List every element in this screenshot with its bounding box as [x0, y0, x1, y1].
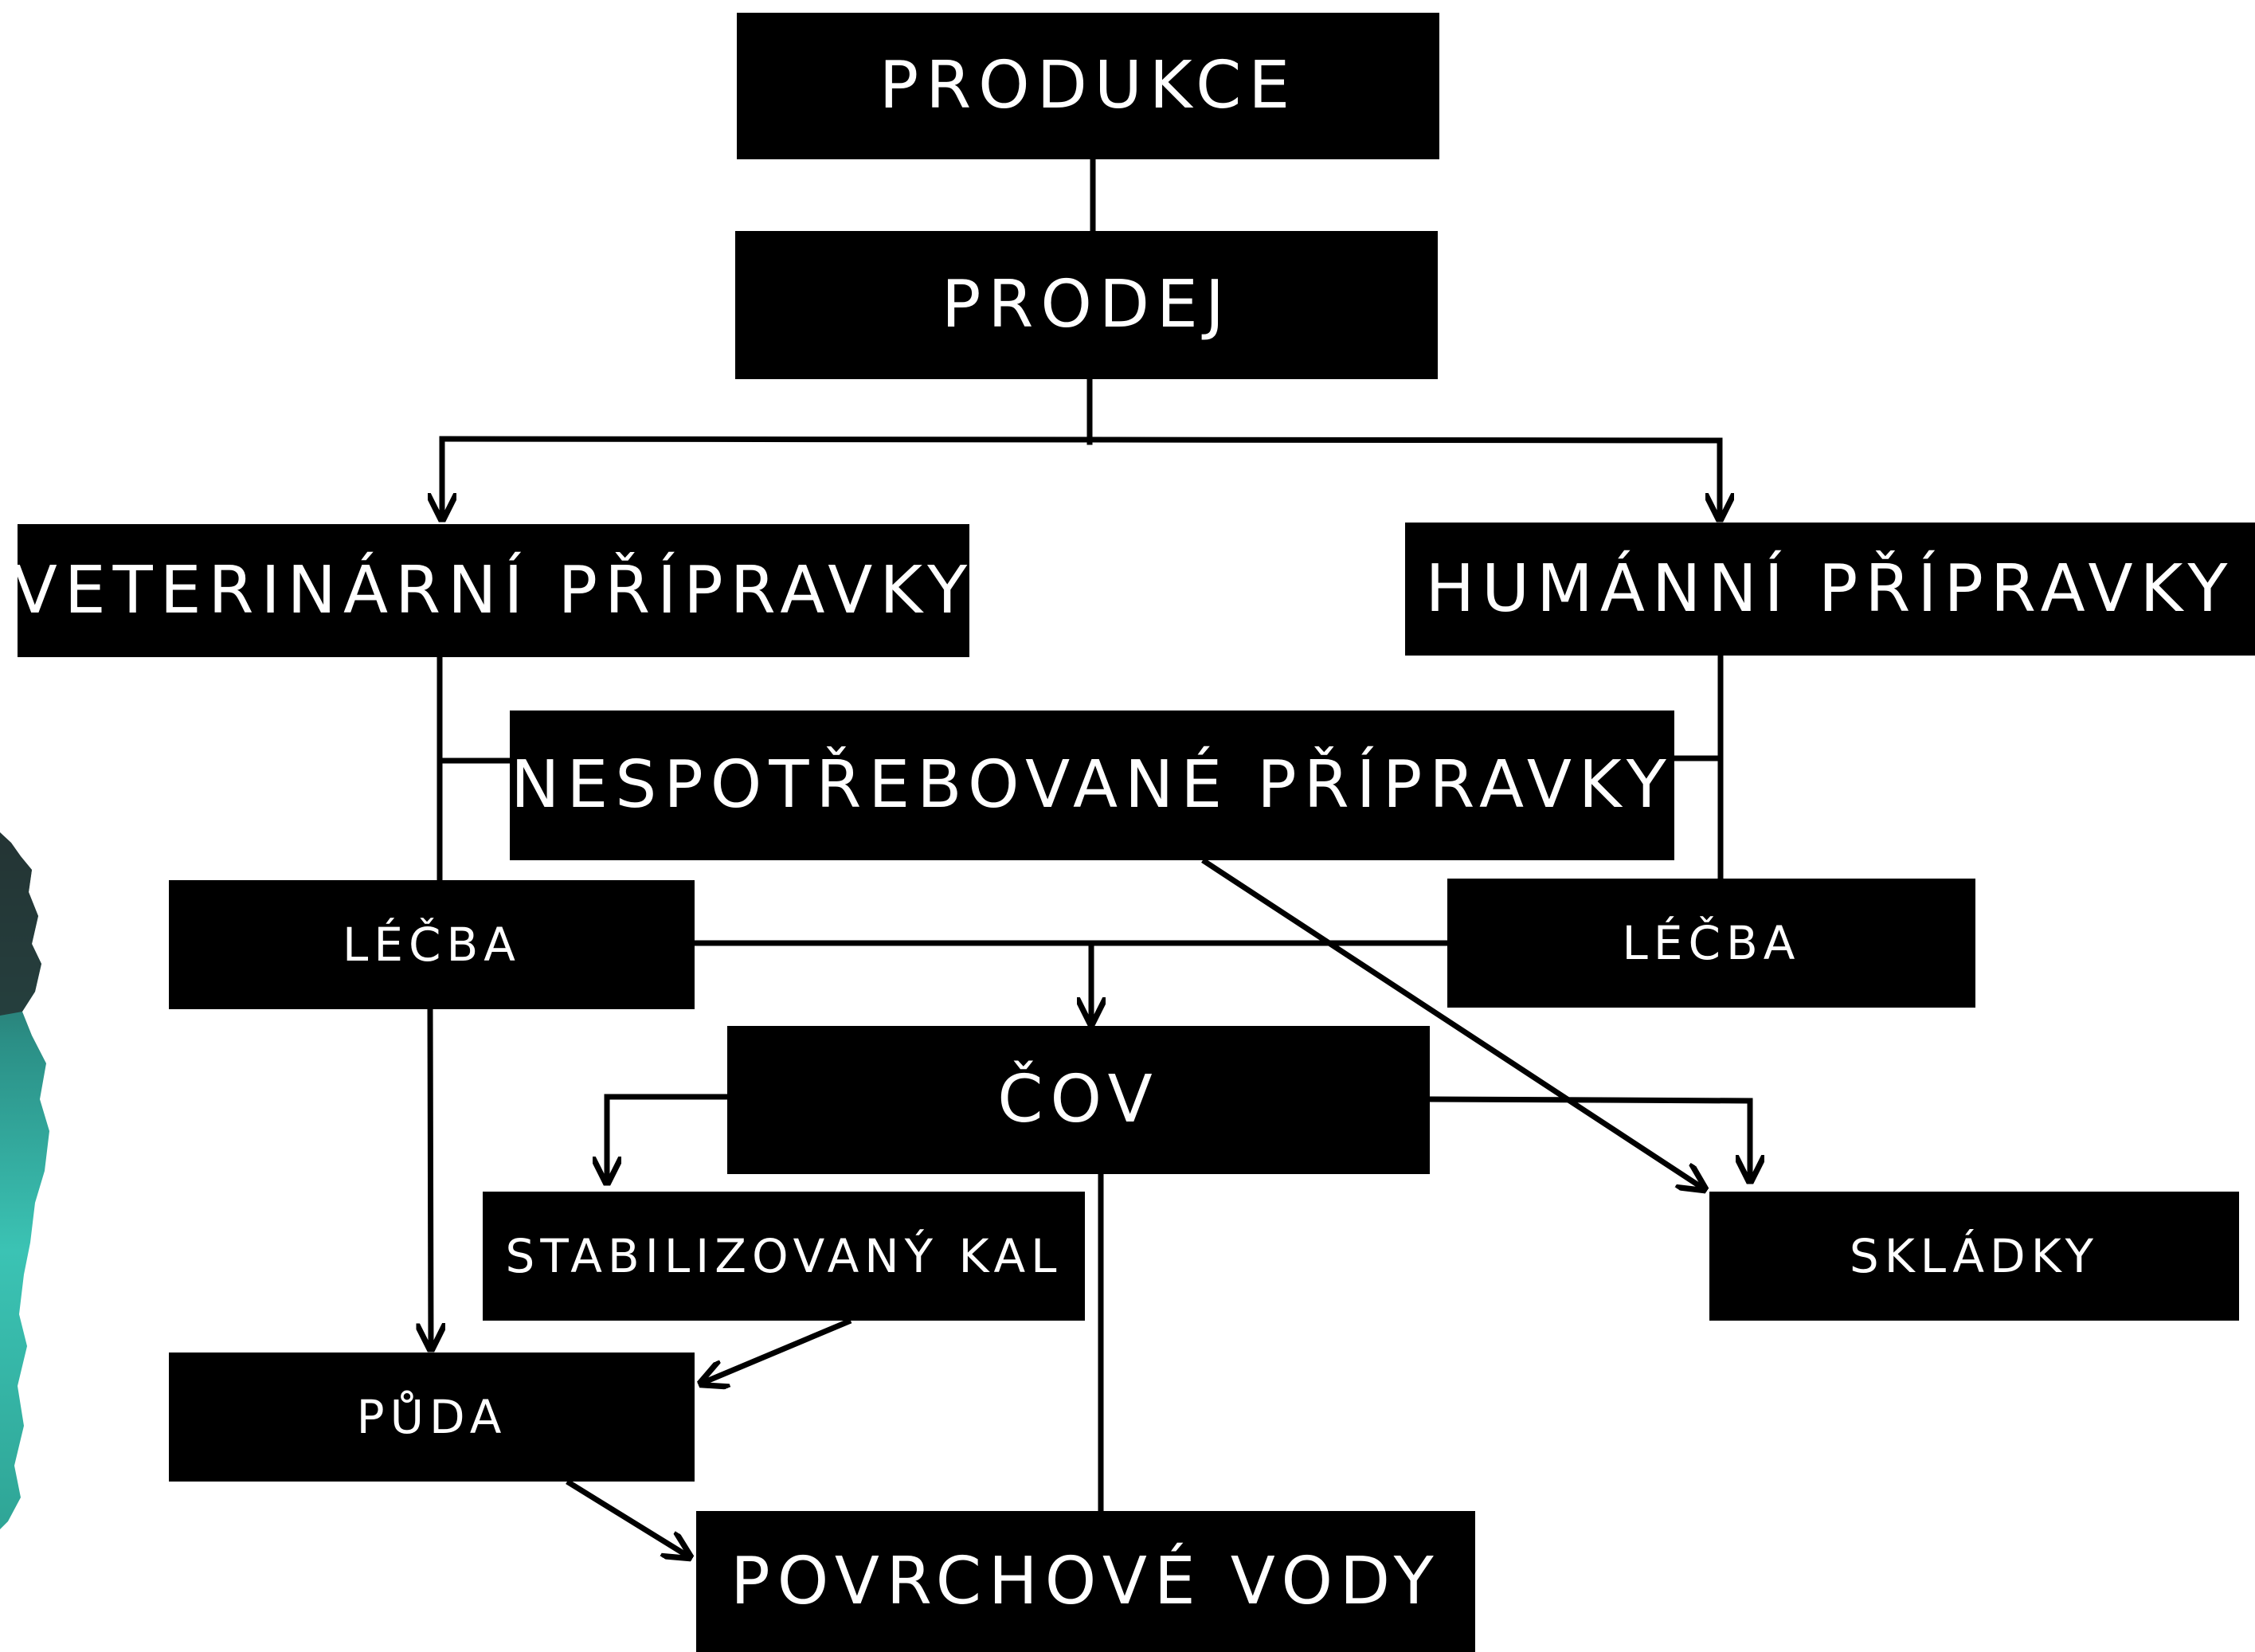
node-veterinarni-label: VETERINÁRNÍ PŘÍPRAVKY [12, 552, 975, 628]
node-puda-label: PŮDA [356, 1390, 507, 1444]
edge-cov-kal [607, 1094, 730, 1183]
photo-rock-shape [0, 832, 41, 1016]
node-stabilizovany-kal-label: STABILIZOVANÝ KAL [505, 1229, 1063, 1283]
node-stabilizovany-kal: STABILIZOVANÝ KAL [483, 1192, 1085, 1321]
node-cov: ČOV [727, 1026, 1430, 1174]
node-lecba-right: LÉČBA [1447, 879, 1975, 1008]
node-prodej: PRODEJ [735, 231, 1438, 379]
node-lecba-left-label: LÉČBA [343, 918, 521, 972]
edge-split-bar [439, 436, 1723, 444]
node-humanni-pripravky: HUMÁNNÍ PŘÍPRAVKY [1405, 523, 2255, 656]
node-lecba-right-label: LÉČBA [1622, 916, 1801, 970]
edge-kal-puda [701, 1317, 852, 1384]
node-produkce-label: PRODUKCE [879, 48, 1298, 123]
node-nespotrebovane-pripravky: NESPOTŘEBOVANÉ PŘÍPRAVKY [510, 711, 1674, 860]
node-puda: PŮDA [169, 1353, 695, 1482]
node-povrchove-vody-label: POVRCHOVÉ VODY [730, 1543, 1441, 1619]
edge-puda-povrchove [566, 1479, 690, 1557]
node-cov-label: ČOV [997, 1062, 1160, 1137]
node-nespotrebovane-label: NESPOTŘEBOVANÉ PŘÍPRAVKY [511, 747, 1674, 823]
node-lecba-left: LÉČBA [169, 880, 695, 1009]
node-sklady-label: SKLÁDKY [1849, 1229, 2100, 1283]
edge-cov-sklady [1427, 1096, 1750, 1181]
node-prodej-label: PRODEJ [941, 267, 1232, 343]
node-humanni-label: HUMÁNNÍ PŘÍPRAVKY [1425, 550, 2235, 627]
edge-nespotrebovane-sklady [1201, 858, 1705, 1189]
node-veterinarni-pripravky: VETERINÁRNÍ PŘÍPRAVKY [13, 524, 969, 657]
node-produkce: PRODUKCE [737, 13, 1439, 159]
node-sklady: SKLÁDKY [1709, 1192, 2239, 1321]
edge-lecba-puda [430, 1006, 431, 1349]
node-povrchove-vody: POVRCHOVÉ VODY [696, 1511, 1475, 1652]
